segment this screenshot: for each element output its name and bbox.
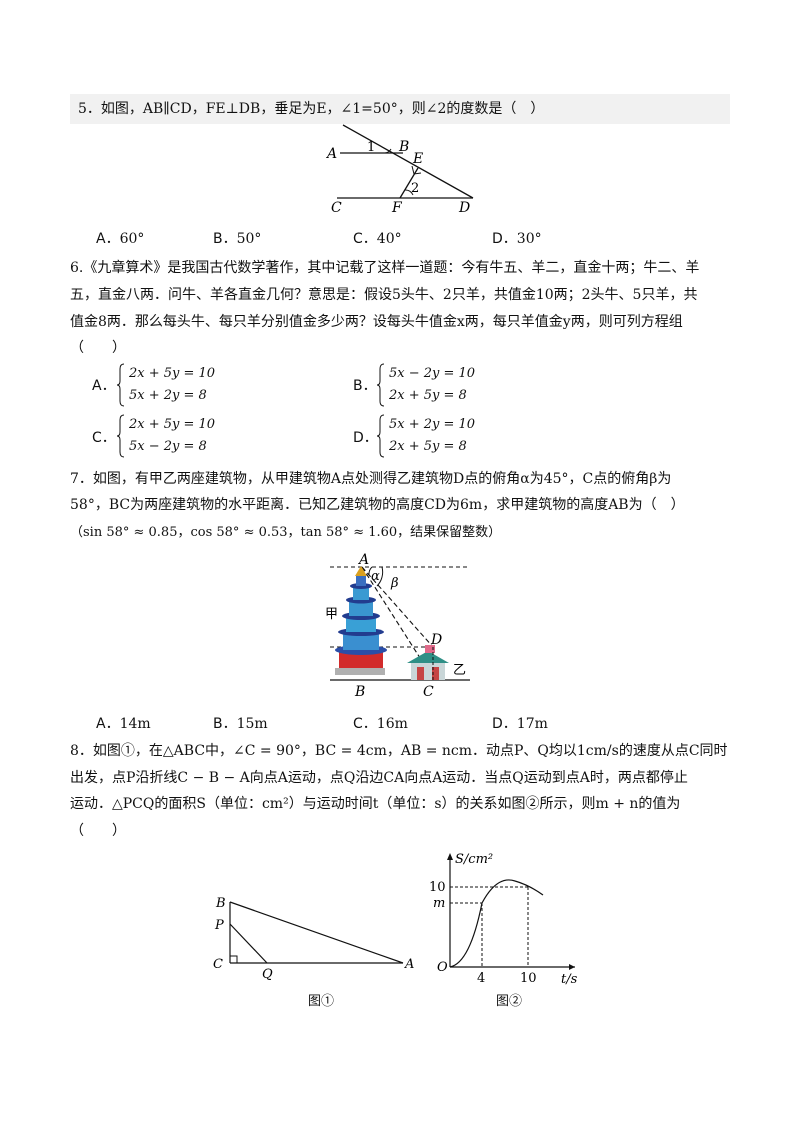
equation-2: 5x + 2y = 8: [129, 388, 207, 403]
q8-fig1-label-B: B: [215, 896, 226, 911]
q6-option-b-system[interactable]: 5x − 2y = 10 2x + 5y = 8: [377, 363, 497, 407]
q5-label-2: 2: [411, 181, 419, 196]
option-label: B．: [213, 231, 237, 247]
q8-fig2-label-O: O: [437, 960, 448, 975]
q6-option-d-label[interactable]: D．: [353, 430, 378, 446]
q6-option-d-system[interactable]: 5x + 2y = 10 2x + 5y = 8: [377, 414, 497, 458]
option-label: C．: [353, 716, 377, 732]
equation-2: 2x + 5y = 8: [389, 388, 467, 403]
option-value: 50°: [236, 231, 262, 247]
option-label: A．: [96, 716, 120, 732]
q8-fig2-label-S: S/cm²: [455, 852, 493, 867]
q5-label-1: 1: [367, 140, 375, 155]
q7-line-2: 58°，BC为两座建筑物的水平距离．已知乙建筑物的高度CD为6m，求甲建筑物的高…: [70, 497, 685, 513]
q8-fig2-label-10: 10: [429, 880, 446, 895]
q5-label-C: C: [331, 200, 342, 216]
option-label: B．: [213, 716, 237, 732]
equation-2: 5x − 2y = 8: [129, 439, 207, 454]
q7-label-beta: β: [390, 576, 399, 591]
q8-fig1-label-C: C: [213, 957, 223, 972]
q8-line-1: 8．如图①，在△ABC中，∠C = 90°，BC = 4cm，AB = ncm．…: [70, 743, 728, 759]
q5-stem: 5．如图，AB∥CD，FE⊥DB，垂足为E，∠1=50°，则∠2的度数是（ ）: [70, 94, 730, 124]
q7-figure: A α β 甲 D 乙 B C: [325, 552, 470, 700]
q7-label-jia: 甲: [325, 607, 338, 622]
q8-line-2: 出发，点P沿折线C − B − A向点A运动，点Q沿边CA向点A运动．当点Q运动…: [70, 770, 688, 786]
q5-option-c[interactable]: C．40°: [353, 228, 402, 248]
q6-line-1: 6.《九章算术》是我国古代数学著作，其中记载了这样一道题：今有牛五、羊二，直金十…: [70, 260, 700, 276]
q5-label-E: E: [412, 151, 423, 167]
q8-fig1-label-Q: Q: [262, 967, 273, 980]
pagoda-tower-icon: [335, 566, 387, 675]
q6-option-b-label[interactable]: B．: [353, 378, 377, 394]
q6-option-a-system[interactable]: 2x + 5y = 10 5x + 2y = 8: [117, 363, 237, 407]
q8-fig2-caption: 图②: [496, 994, 523, 1009]
q7-label-yi: 乙: [453, 663, 466, 678]
q8-fig1-label-A: A: [404, 957, 414, 972]
q8-fig2-label-4: 4: [477, 971, 485, 985]
q7-label-B: B: [354, 684, 365, 700]
q5-label-A: A: [325, 146, 337, 162]
q7-label-D: D: [430, 632, 442, 648]
option-value: 60°: [119, 231, 145, 247]
q6-line-4: （ ）: [70, 340, 126, 356]
q7-option-c[interactable]: C．16m: [353, 713, 408, 733]
option-label: A．: [96, 231, 120, 247]
q8-fig2-label-m: m: [433, 896, 445, 911]
brace-icon: [377, 363, 385, 407]
q6-option-c-label[interactable]: C．: [92, 430, 116, 446]
axis-title: S/cm²: [455, 852, 493, 867]
q8-fig2-label-10x: 10: [520, 971, 537, 985]
q7-option-a[interactable]: A．14m: [96, 713, 151, 733]
q7-label-C: C: [423, 684, 434, 700]
q7-option-d[interactable]: D．17m: [492, 713, 548, 733]
equation-1: 2x + 5y = 10: [129, 366, 216, 381]
option-label: D．: [492, 716, 517, 732]
q8-figure-2: S/cm² 10 m O 4 10 t/s: [429, 852, 578, 985]
q7-option-b[interactable]: B．15m: [213, 713, 268, 733]
option-value: 14m: [119, 716, 151, 732]
q6-option-a-label[interactable]: A．: [92, 378, 116, 394]
brace-icon: [117, 414, 125, 458]
q8-line-3: 运动．△PCQ的面积S（单位：cm²）与运动时间t（单位：s）的关系如图②所示，…: [70, 796, 681, 812]
q8-line-4: （ ）: [70, 823, 126, 839]
option-value: 17m: [516, 716, 548, 732]
option-value: 40°: [376, 231, 402, 247]
q8-fig1-label-P: P: [214, 918, 224, 933]
brace-icon: [117, 363, 125, 407]
equation-2: 2x + 5y = 8: [389, 439, 467, 454]
q5-option-a[interactable]: A．60°: [96, 228, 144, 248]
q5-label-B: B: [398, 139, 409, 155]
option-value: 15m: [236, 716, 268, 732]
equation-1: 5x − 2y = 10: [389, 366, 476, 381]
q6-option-c-system[interactable]: 2x + 5y = 10 5x − 2y = 8: [117, 414, 237, 458]
q6-line-2: 五，直金八两．问牛、羊各直金几何？意思是：假设5头牛、2只羊，共值金10两；2头…: [70, 287, 698, 303]
small-building-icon: [407, 645, 449, 680]
q8-figure-1: B P C Q A: [213, 896, 414, 980]
equation-1: 5x + 2y = 10: [389, 417, 476, 432]
q5-option-d[interactable]: D．30°: [492, 228, 542, 248]
q8-fig2-label-t: t/s: [561, 972, 578, 985]
q8-fig1-caption: 图①: [308, 994, 335, 1009]
q5-option-b[interactable]: B．50°: [213, 228, 261, 248]
equation-1: 2x + 5y = 10: [129, 417, 216, 432]
q7-line-3: （sin 58° ≈ 0.85，cos 58° ≈ 0.53，tan 58° ≈…: [70, 525, 502, 540]
option-label: C．: [353, 231, 377, 247]
q7-line-1: 7．如图，有甲乙两座建筑物，从甲建筑物A点处测得乙建筑物D点的俯角α为45°，C…: [70, 471, 672, 487]
q5-label-D: D: [458, 200, 470, 216]
q6-line-3: 值金8两．那么每头牛、每只羊分别值金多少两？设每头牛值金x两，每只羊值金y两，则…: [70, 314, 683, 330]
brace-icon: [377, 414, 385, 458]
option-value: 16m: [376, 716, 408, 732]
q5-figure: A 1 B E 2 C F D: [325, 124, 474, 216]
option-value: 30°: [516, 231, 542, 247]
q7-label-alpha: α: [371, 569, 380, 584]
q5-label-F: F: [391, 200, 403, 216]
option-label: D．: [492, 231, 517, 247]
q7-label-A: A: [357, 552, 369, 568]
